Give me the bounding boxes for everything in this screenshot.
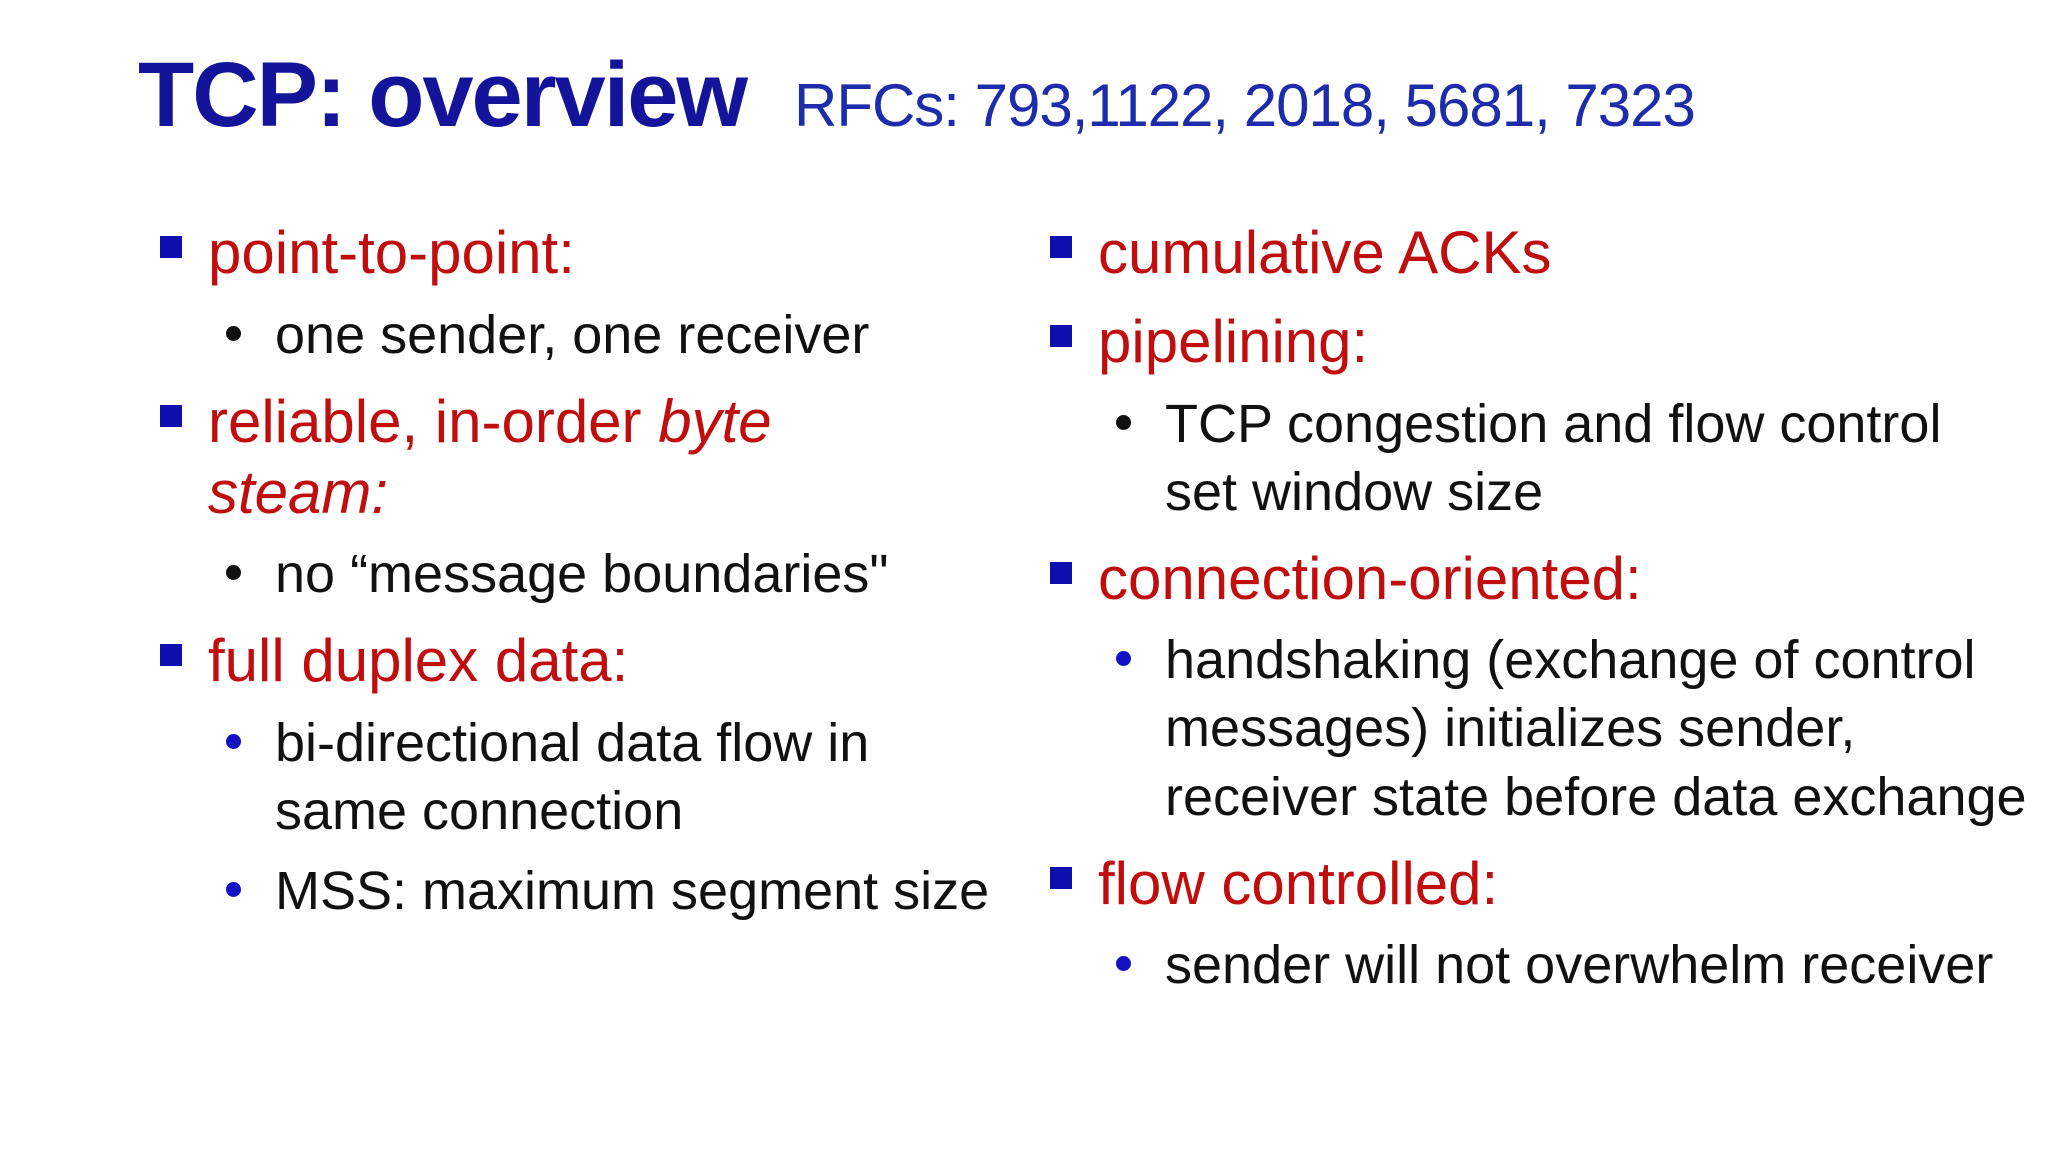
square-bullet-icon (1050, 324, 1072, 347)
bullet-subitem: sender will not overwhelm receiver (1116, 931, 2048, 999)
rfc-list: RFCs: 793,1122, 2018, 5681, 7323 (793, 72, 1696, 139)
bullet-text: full duplex data: (208, 627, 629, 695)
bullet-heading: point-to-point: (160, 218, 1020, 289)
slide-body: point-to-point: one sender, one receiver r… (160, 218, 2048, 999)
slide-header: TCP: overview RFCs: 793,1122, 2018, 5681… (138, 44, 1696, 147)
dot-bullet-icon (1116, 956, 1131, 972)
dot-bullet-icon (226, 325, 241, 341)
slide-title: TCP: overview (138, 44, 748, 146)
bullet-heading: reliable, in-order byte steam: (160, 387, 1020, 529)
bullet-subitem: no “message boundaries" (226, 540, 1020, 608)
dot-bullet-icon (226, 734, 241, 750)
left-column: point-to-point: one sender, one receiver r… (160, 218, 1020, 925)
bullet-text: one sender, one receiver (275, 304, 870, 365)
bullet-heading: cumulative ACKs (1050, 218, 2048, 289)
dot-bullet-icon (226, 882, 241, 898)
square-bullet-icon (1050, 866, 1072, 889)
bullet-text: sender will not overwhelm receiver (1165, 935, 1994, 996)
bullet-text: TCP congestion and flow control set wind… (1165, 393, 1942, 522)
bullet-text: pipelining: (1098, 307, 1369, 375)
bullet-subitem: bi-directional data flow in same connect… (226, 709, 1020, 845)
bullet-subitem: TCP congestion and flow control set wind… (1116, 390, 2048, 526)
dot-bullet-icon (226, 565, 241, 581)
square-bullet-icon (160, 404, 182, 427)
bullet-subitem: handshaking (exchange of control message… (1116, 626, 2048, 830)
bullet-text: reliable, in-order byte steam: (208, 387, 772, 526)
bullet-text: point-to-point: (208, 219, 575, 286)
square-bullet-icon (160, 236, 182, 258)
bullet-text: bi-directional data flow in same connect… (275, 713, 870, 842)
bullet-text: flow controlled: (1098, 849, 1499, 917)
bullet-text: cumulative ACKs (1098, 219, 1552, 286)
square-bullet-icon (1050, 236, 1072, 258)
bullet-subitem: MSS: maximum segment size (226, 857, 1020, 925)
bullet-text: no “message boundaries" (275, 544, 889, 605)
right-column: cumulative ACKs pipelining: TCP congestion… (1050, 218, 2048, 999)
bullet-text: MSS: maximum segment size (275, 861, 990, 922)
bullet-text: handshaking (exchange of control message… (1165, 630, 2027, 827)
dot-bullet-icon (1116, 651, 1131, 667)
bullet-heading: connection-oriented: (1050, 544, 2048, 615)
bullet-heading: pipelining: (1050, 307, 2048, 378)
dot-bullet-icon (1116, 414, 1131, 430)
square-bullet-icon (1050, 561, 1072, 584)
bullet-text: connection-oriented: (1098, 544, 1642, 612)
bullet-heading: flow controlled: (1050, 849, 2048, 920)
bullet-subitem: one sender, one receiver (226, 301, 1020, 369)
square-bullet-icon (160, 644, 182, 667)
bullet-heading: full duplex data: (160, 626, 1020, 697)
